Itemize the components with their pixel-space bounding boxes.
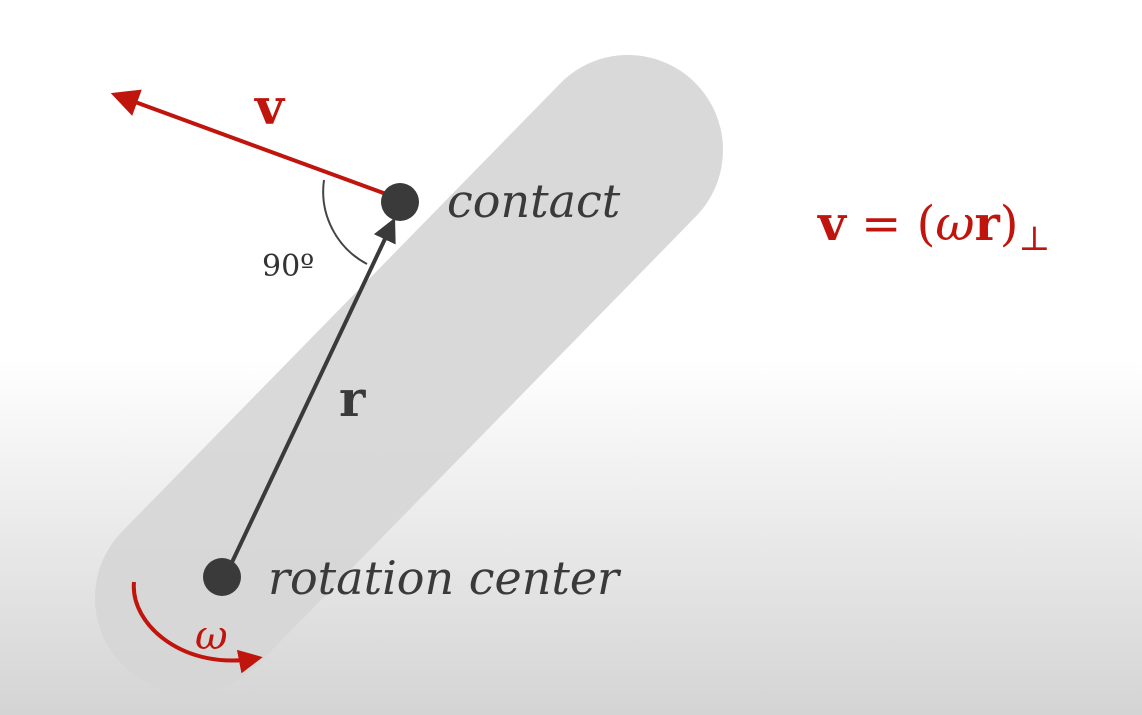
radius-label: r: [339, 369, 366, 428]
omega-label: ω: [195, 613, 228, 659]
contact-label: contact: [447, 174, 621, 228]
velocity-vector-arrow: [110, 89, 398, 200]
rotation-center-label: rotation center: [268, 551, 622, 605]
right-angle-arc: [322, 179, 368, 265]
formula-perp-subscript: ⊥: [1019, 219, 1051, 259]
rotation-center-point: [203, 558, 241, 596]
formula-close: ): [1000, 196, 1019, 252]
omega-rotation-arrow: [131, 581, 263, 674]
velocity-formula: v = (ωr)⊥: [817, 196, 1051, 259]
angle-label: 90º: [262, 249, 314, 284]
formula-r: r: [975, 196, 1001, 252]
velocity-label: v: [254, 77, 286, 136]
contact-point: [381, 183, 419, 221]
formula-equals: = (: [846, 196, 935, 252]
formula-omega: ω: [935, 196, 974, 252]
formula-lhs: v: [817, 196, 848, 252]
rigid-body-capsule: [95, 55, 723, 693]
radius-vector-arrow: [223, 217, 396, 578]
